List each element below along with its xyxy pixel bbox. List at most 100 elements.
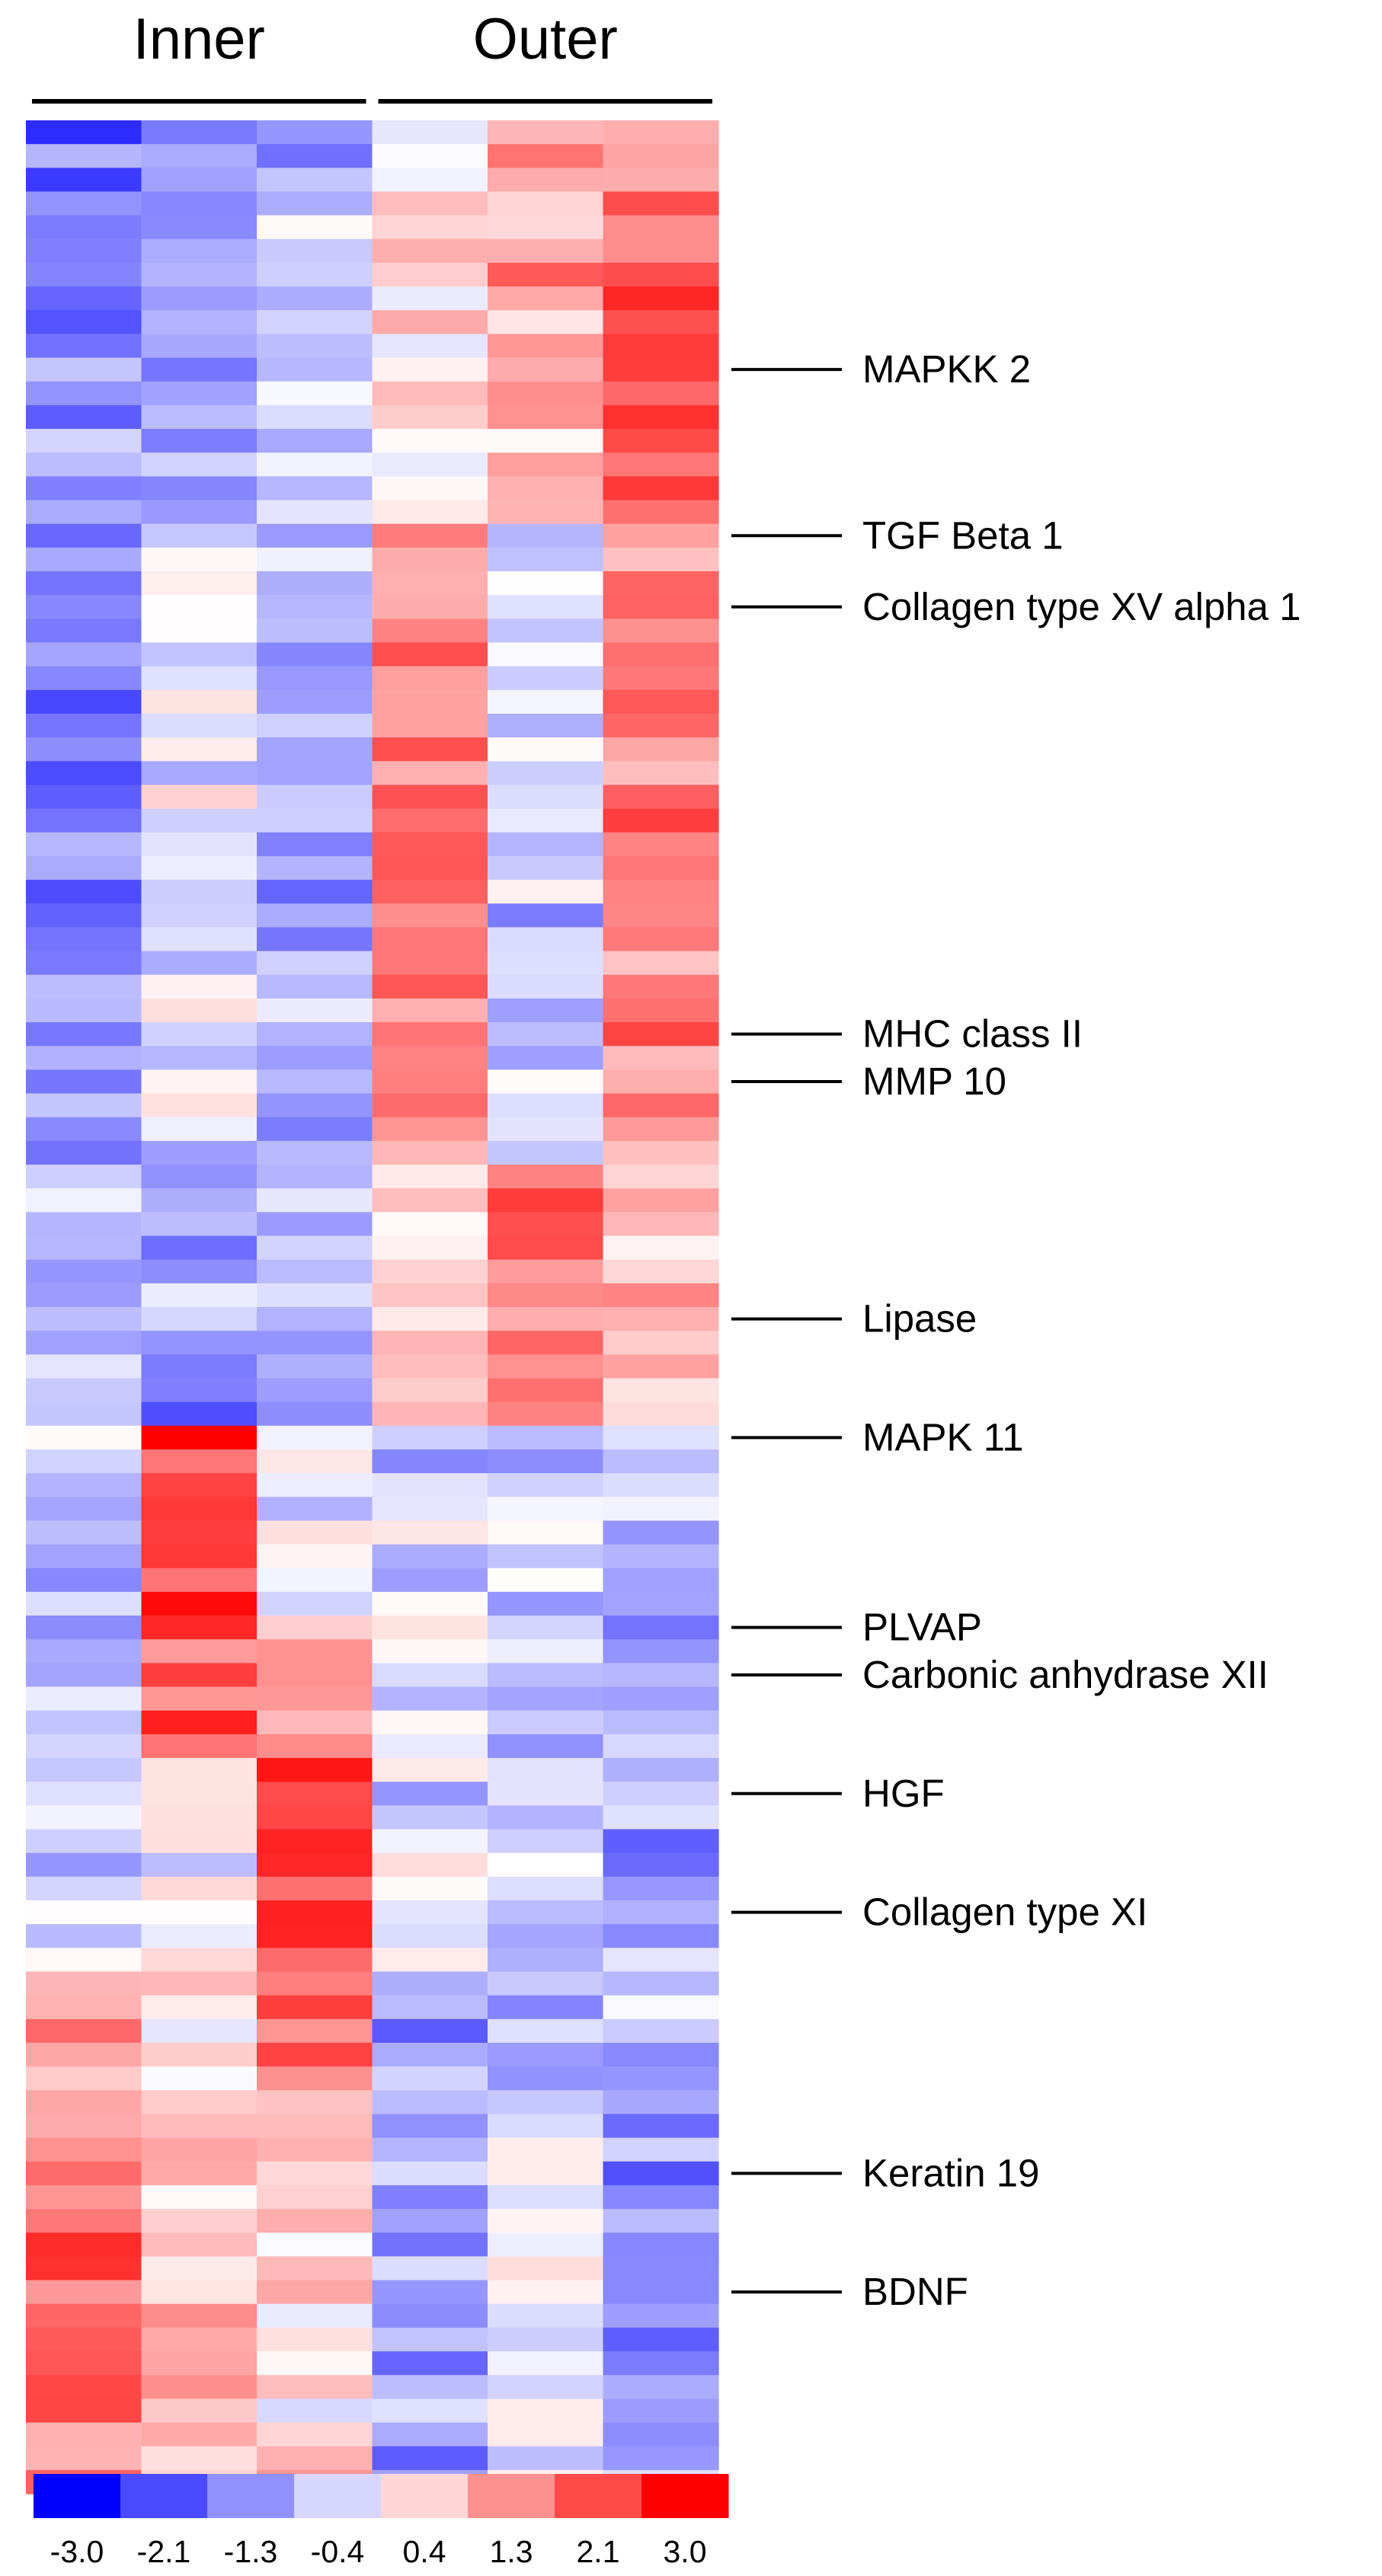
heatmap-cell (26, 1971, 142, 1996)
heatmap-cell (26, 927, 142, 952)
heatmap-cell (372, 1686, 488, 1711)
heatmap-cell (372, 1995, 488, 2020)
heatmap-cell (488, 2375, 604, 2399)
heatmap-cell (603, 1283, 719, 1308)
heatmap-cell (257, 2209, 373, 2233)
heatmap-cell (488, 1401, 604, 1427)
heatmap-cell (603, 1686, 719, 1711)
heatmap-cell (141, 2018, 258, 2044)
heatmap-cell (257, 334, 373, 359)
heatmap-cell (26, 855, 142, 881)
heatmap-cell (603, 1568, 719, 1593)
heatmap-cell (141, 1568, 258, 1593)
heatmap-cell (26, 1046, 142, 1070)
heatmap-cell (26, 2422, 142, 2447)
heatmap-cell (141, 404, 258, 430)
gene-label: MHC class II (862, 1012, 1083, 1056)
scale-swatch (207, 2474, 295, 2518)
heatmap-cell (372, 2446, 488, 2471)
heatmap-cell (603, 785, 719, 810)
scale-swatch (555, 2474, 642, 2518)
heatmap-cell (603, 2280, 719, 2305)
heatmap-cell (257, 880, 373, 904)
heatmap-cell (603, 2327, 719, 2352)
heatmap-cell (603, 1616, 719, 1640)
heatmap-cell (488, 2256, 604, 2281)
heatmap-cell (257, 1900, 373, 1925)
heatmap-cell (488, 1639, 604, 1664)
heatmap-cell (141, 1710, 258, 1735)
heatmap-cell (488, 1046, 604, 1070)
heatmap-cell (26, 381, 142, 406)
heatmap-cell (372, 1165, 488, 1189)
heatmap-cell (141, 1758, 258, 1782)
heatmap-cell (257, 1449, 373, 1474)
heatmap-cell (141, 1165, 258, 1189)
scale-tick-label: 0.4 (403, 2534, 446, 2569)
heatmap-cell (488, 1378, 604, 1403)
heatmap-cell (488, 2090, 604, 2115)
heatmap-cell (257, 2256, 373, 2281)
heatmap-cell (26, 1734, 142, 1759)
scale-tick-label: 3.0 (664, 2534, 707, 2569)
heatmap-cell (257, 1639, 373, 1664)
scale-tick-label: 2.1 (577, 2534, 620, 2569)
heatmap-cell (257, 1568, 373, 1593)
heatmap-cell (26, 2184, 142, 2210)
heatmap-cell (603, 1710, 719, 1735)
heatmap-cell (141, 1140, 258, 1165)
heatmap-cell (26, 903, 142, 928)
heatmap-cell (372, 2018, 488, 2044)
heatmap-cell (26, 452, 142, 477)
heatmap-cell (372, 2114, 488, 2139)
heatmap-cell (26, 1995, 142, 2020)
heatmap-cell (141, 168, 258, 193)
heatmap-cell (141, 1829, 258, 1854)
heatmap-cell (26, 2351, 142, 2376)
heatmap-cell (488, 144, 604, 168)
heatmap-cell (372, 404, 488, 430)
heatmap-cell (488, 571, 604, 596)
heatmap-cell (372, 1354, 488, 1379)
heatmap-cell (372, 310, 488, 335)
heatmap-cell (257, 595, 373, 619)
heatmap-cell (26, 357, 142, 382)
heatmap-cell (257, 998, 373, 1023)
heatmap-cell (488, 1212, 604, 1237)
heatmap-cell (141, 357, 258, 382)
heatmap-cell (141, 1093, 258, 1118)
heatmap-cell (603, 595, 719, 619)
heatmap-cell (603, 357, 719, 382)
heatmap-cell (257, 523, 373, 548)
heatmap-cell (603, 855, 719, 881)
heatmap-cell (372, 1805, 488, 1830)
heatmap-cell (26, 1616, 142, 1640)
heatmap-cell (257, 1307, 373, 1331)
heatmap-cell (603, 1235, 719, 1261)
heatmap-cell (488, 689, 604, 714)
heatmap-cell (26, 1259, 142, 1284)
heatmap-cell (603, 1734, 719, 1759)
heatmap-cell (141, 215, 258, 240)
heatmap-cell (141, 1924, 258, 1948)
heatmap-cell (26, 1188, 142, 1213)
heatmap-cell (141, 2446, 258, 2471)
heatmap-cell (488, 1591, 604, 1616)
heatmap-cell (603, 832, 719, 857)
heatmap-cell (141, 595, 258, 619)
heatmap-cell (141, 1686, 258, 1711)
heatmap-cell (603, 1544, 719, 1569)
heatmap-cell (257, 1829, 373, 1854)
heatmap-cell (372, 1425, 488, 1450)
heatmap-cell (26, 1663, 142, 1688)
heatmap-cell (372, 191, 488, 216)
heatmap-cell (26, 2018, 142, 2044)
heatmap-cell (141, 1378, 258, 1403)
heatmap-cell (26, 215, 142, 240)
heatmap-cell (141, 1782, 258, 1806)
heatmap-cell (141, 476, 258, 501)
heatmap-cell (372, 547, 488, 572)
heatmap-cell (141, 1995, 258, 2020)
heatmap-cell (488, 1829, 604, 1854)
